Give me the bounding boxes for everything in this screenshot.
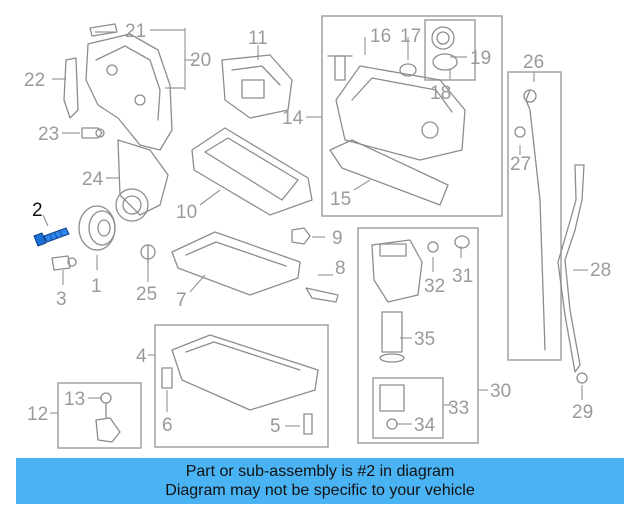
info-banner: Part or sub-assembly is #2 in diagram Di… [16,458,624,504]
dipstick-26 [523,89,546,351]
callout-19: 19 [470,48,491,69]
callout-26: 26 [523,52,544,73]
callout-14: 14 [282,108,304,129]
callout-10: 10 [176,202,197,223]
valve-cover-14 [335,65,466,161]
group-box-30-35 [357,227,479,444]
group-box-12-13 [57,382,142,449]
banner-line-1: Part or sub-assembly is #2 in diagram [185,463,455,480]
gasket-15 [329,139,449,206]
part-17-cap [399,63,417,77]
callout-34: 34 [414,415,436,436]
callout-31: 31 [452,266,473,287]
callout-17: 17 [400,26,421,47]
callout-23: 23 [38,124,59,145]
group-box-26-29 [507,71,562,361]
callout-21: 21 [125,21,146,42]
callout-18: 18 [430,83,451,104]
group-box-33-34 [372,377,444,439]
callout-35: 35 [414,329,435,350]
callout-11: 11 [248,28,268,49]
highlighted-bolt-2 [33,227,70,247]
plug-5 [303,413,313,435]
plug-6 [161,367,173,389]
callout-33: 33 [448,398,469,419]
oil-pan-lower-4 [171,334,319,411]
oil-filter-housing-30 [371,239,423,303]
sensor-12-13 [95,392,121,443]
callout-6: 6 [162,415,173,436]
filter-35 [379,311,405,363]
seal-31-32 [427,235,470,253]
plug-9 [291,227,311,245]
callout-5: 5 [270,416,281,437]
callout-24: 24 [82,169,104,190]
callout-30: 30 [490,381,511,402]
cap-18-seal-19 [431,26,458,71]
callout-12: 12 [27,404,48,425]
cap-33-34 [379,384,405,430]
callout-3: 3 [56,289,67,310]
callout-labels: 1 2 3 4 5 6 7 8 9 10 11 12 13 14 15 16 1… [24,21,611,437]
timing-cover-lower [115,139,169,222]
dipstick-tube-28 [557,164,585,373]
callout-15: 15 [330,189,351,210]
bolt-3 [51,255,77,271]
leader-lines [42,28,588,427]
cam-housing-11 [221,54,293,119]
seal-29 [576,372,588,384]
group-box-14-19 [321,15,503,217]
timing-cover-upper [85,23,173,151]
callout-27: 27 [510,154,531,175]
callout-29: 29 [572,402,593,423]
bracket-22 [63,57,79,119]
banner-line-2: Diagram may not be specific to your vehi… [165,482,475,499]
callout-28: 28 [590,260,611,281]
bolt-23 [81,127,105,139]
sensor-25 [140,244,156,263]
callout-2: 2 [32,200,43,221]
pulley-1 [78,205,116,251]
baffle-7 [171,231,301,296]
callout-13: 13 [64,389,85,410]
callout-7: 7 [176,290,187,311]
callout-22: 22 [24,70,45,91]
oil-pan-upper-10 [191,127,313,216]
callout-25: 25 [136,284,157,305]
callout-20: 20 [190,50,211,71]
callout-9: 9 [332,228,343,249]
gasket-8 [305,287,339,303]
group-box-4-6 [154,324,329,448]
callout-32: 32 [424,276,445,297]
callout-8: 8 [335,258,346,279]
seal-27 [514,126,526,138]
bolt-16 [327,55,353,81]
callout-1: 1 [91,276,102,297]
callout-4: 4 [136,346,147,367]
callout-16: 16 [370,26,391,47]
